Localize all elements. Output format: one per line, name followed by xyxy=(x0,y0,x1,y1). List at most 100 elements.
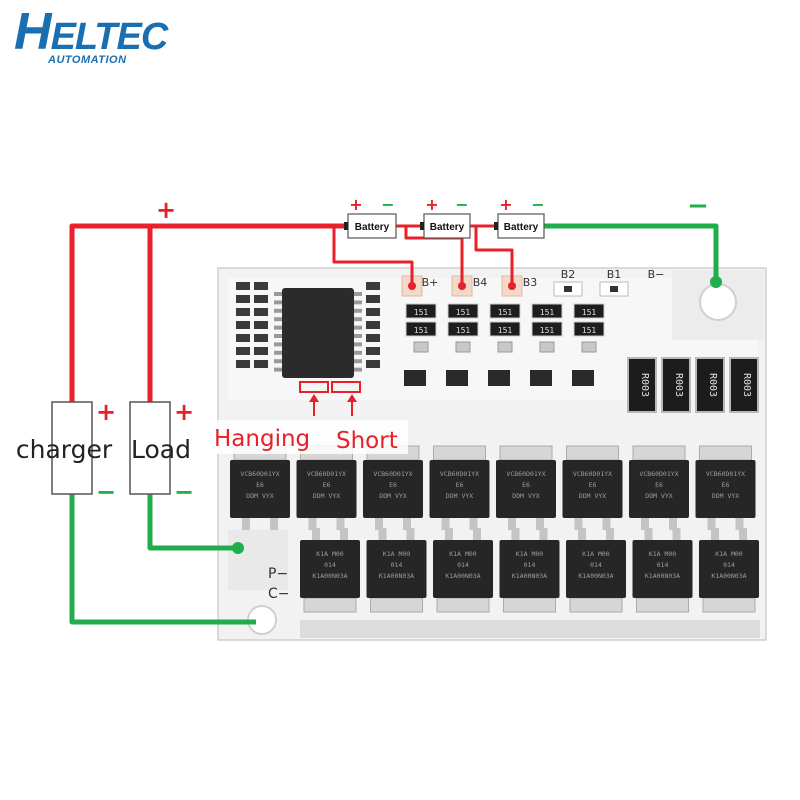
mosfet-marking: VCB60D01YX xyxy=(240,470,279,478)
mosfet-package xyxy=(300,540,360,598)
resistor-code: 151 xyxy=(414,308,429,317)
ic-pin xyxy=(274,325,282,330)
smd-cap xyxy=(366,334,380,342)
mosfet-tab xyxy=(503,597,556,613)
shunt-resistor xyxy=(729,357,759,413)
mosfet-marking: E6 xyxy=(522,481,530,489)
smd-cap xyxy=(236,347,250,355)
mosfet-package xyxy=(296,460,357,518)
balance-resistor xyxy=(405,303,437,319)
smd-cap xyxy=(236,308,250,316)
mosfet-marking: 014 xyxy=(324,561,336,569)
mosfet-marking: E6 xyxy=(323,481,331,489)
battery3-plus-sign: + xyxy=(499,195,512,214)
mosfet-tab xyxy=(569,597,623,613)
battery1-plus-sign: + xyxy=(349,195,362,214)
ic-pin xyxy=(354,359,362,364)
mosfet-marking: VCB60D01YX xyxy=(506,470,545,478)
mosfet-leg xyxy=(406,528,415,540)
mosfet-leg xyxy=(578,528,586,540)
mosfet-package xyxy=(629,460,689,518)
smd-cap xyxy=(366,360,380,368)
mosfet-marking: 014 xyxy=(657,561,669,569)
mosfet-leg xyxy=(375,518,383,530)
battery2-plus-sign: + xyxy=(425,195,438,214)
shunt-code: R003 xyxy=(673,373,684,397)
balance-transistor xyxy=(446,370,468,386)
smd-cap xyxy=(236,321,250,329)
mosfet-leg xyxy=(469,518,478,530)
mosfet-leg xyxy=(378,528,387,540)
cell-pad-label: B4 xyxy=(473,276,488,289)
battery-3-label: Battery xyxy=(504,222,539,233)
mosfet-marking: K1A00N03A xyxy=(645,572,680,580)
battery2-minus-sign: − xyxy=(455,195,468,214)
resistor-code: 151 xyxy=(540,308,555,317)
mosfet-marking: 014 xyxy=(524,561,536,569)
mosfet-marking: VCB60D01YX xyxy=(706,470,745,478)
mosfet-package xyxy=(632,540,693,598)
balance-resistor xyxy=(573,303,605,319)
battery-2: Battery xyxy=(420,213,471,239)
load-terminal: Load + − xyxy=(129,398,194,506)
smd-cap xyxy=(366,295,380,303)
ic-pin xyxy=(354,367,362,372)
mosfet-leg xyxy=(669,518,677,530)
smd-cap xyxy=(254,295,268,303)
cell-pad-label: B1 xyxy=(607,268,622,281)
mosfet-tab xyxy=(303,597,357,613)
mosfet-marking: K1A M00 xyxy=(449,550,476,558)
balance-transistor xyxy=(530,370,552,386)
mosfet-marking: K1A00N03A xyxy=(379,572,414,580)
ic-pin xyxy=(274,334,282,338)
logo-subtitle: AUTOMATION xyxy=(48,54,127,66)
load-plus-sign: + xyxy=(174,398,194,426)
mosfet-leg xyxy=(308,518,317,530)
smd-cap xyxy=(366,308,380,316)
status-led xyxy=(497,341,513,353)
mosfet-tab xyxy=(436,597,490,613)
mosfet-leg xyxy=(242,518,250,530)
mosfet-tab xyxy=(499,445,553,461)
mosfet-leg xyxy=(270,518,278,530)
ic-pin xyxy=(274,342,282,347)
mosfet-marking: K1A M00 xyxy=(582,550,609,558)
ic-pin xyxy=(274,350,282,355)
cell-pad-marker xyxy=(564,286,572,292)
mosfet-leg xyxy=(336,518,345,530)
mosfet-leg xyxy=(441,518,450,530)
mosfet-marking: K1A M00 xyxy=(383,550,410,558)
mosfet-leg xyxy=(539,528,548,540)
mosfet-marking: DDM VYX xyxy=(579,492,606,500)
mosfet-package xyxy=(499,540,560,598)
bminus-solder-point xyxy=(710,276,722,288)
smd-cap xyxy=(254,308,268,316)
ic-pin xyxy=(354,317,362,322)
cell-pad-label: B− xyxy=(648,268,665,281)
ic-pin xyxy=(354,342,362,347)
mosfet-marking: 014 xyxy=(590,561,602,569)
mosfet-leg xyxy=(508,518,516,530)
short-label: Short xyxy=(336,428,398,454)
mosfet-marking: DDM VYX xyxy=(512,492,539,500)
mosfet-marking: DDM VYX xyxy=(712,492,739,500)
mosfet-marking: K1A00N03A xyxy=(578,572,613,580)
ic-pin xyxy=(274,359,282,364)
short-solder-pad xyxy=(331,381,361,393)
ic-pin xyxy=(354,334,362,338)
mosfet-leg xyxy=(711,528,719,540)
mosfet-marking: K1A M00 xyxy=(516,550,543,558)
pminus-board-label: P− xyxy=(268,566,288,582)
balance-resistor xyxy=(489,303,521,319)
mosfet-leg xyxy=(340,528,348,540)
mosfet-package xyxy=(496,460,556,518)
smd-cap xyxy=(254,282,268,290)
mosfet-tab xyxy=(632,445,686,461)
shunt-code: R003 xyxy=(639,373,650,397)
bms-ic-area xyxy=(236,282,380,393)
mosfet-marking: E6 xyxy=(256,481,264,489)
mosfet-tab xyxy=(370,597,423,613)
